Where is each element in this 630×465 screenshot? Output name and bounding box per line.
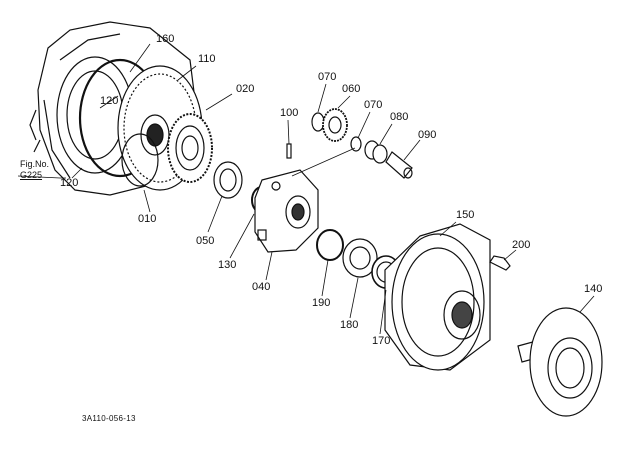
callout-200: 200 [512, 239, 531, 251]
bearing-050 [213, 161, 243, 199]
circlip-190 [316, 229, 344, 261]
ring-gear-020 [167, 113, 213, 183]
callout-060: 060 [342, 83, 361, 95]
callout-120-upper: 120 [100, 95, 119, 107]
pin-100 [286, 143, 292, 159]
callout-110: 110 [198, 53, 216, 65]
figure-reference-prefix: Fig.No. [20, 159, 50, 169]
drawing-code: 3A110-056-13 [82, 414, 136, 423]
leader-lines [17, 43, 595, 335]
callout-180: 180 [340, 319, 359, 331]
cover-150 [384, 223, 491, 371]
callout-070-second: 070 [364, 99, 383, 111]
washer-070-a [311, 112, 325, 132]
hub-010 [121, 133, 159, 187]
callout-150: 150 [456, 209, 475, 221]
callout-090: 090 [418, 129, 437, 141]
needle-bearing-080 [364, 140, 388, 164]
figure-reference: G225 [20, 170, 43, 180]
callout-070-first: 070 [318, 71, 337, 83]
callout-170: 170 [372, 335, 391, 347]
bearing-180 [342, 238, 378, 278]
callout-020: 020 [236, 83, 255, 95]
callout-130: 130 [218, 259, 237, 271]
callout-080: 080 [390, 111, 409, 123]
bolt-200 [489, 255, 511, 271]
housing-040 [254, 169, 319, 253]
callout-140: 140 [584, 283, 603, 295]
shaft-090 [385, 151, 413, 179]
callout-120-lower: 120 [60, 177, 79, 189]
callout-040: 040 [252, 281, 271, 293]
flange-shaft-140 [517, 307, 603, 417]
gear-060 [322, 108, 348, 142]
callout-160: 160 [156, 33, 175, 45]
callout-010: 010 [138, 213, 157, 225]
washer-070-b [350, 136, 362, 152]
callout-190: 190 [312, 297, 331, 309]
callout-100: 100 [280, 107, 299, 119]
callout-050: 050 [196, 235, 215, 247]
